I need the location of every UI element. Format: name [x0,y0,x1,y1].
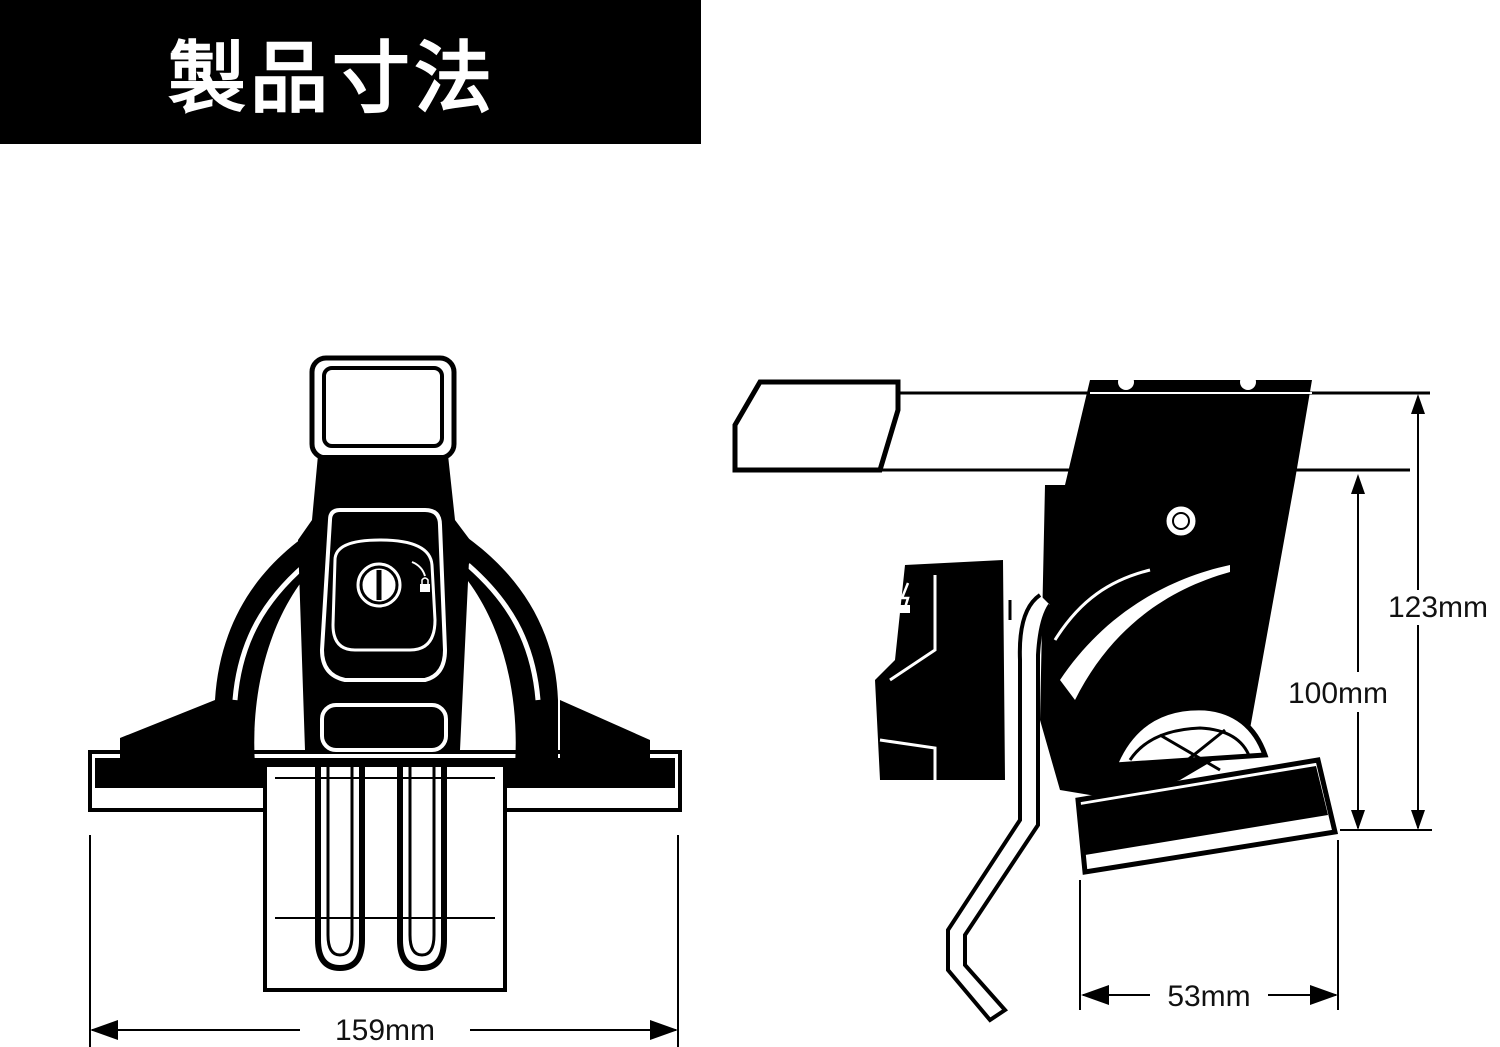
side-view: 123mm 100mm 53mm [732,374,1488,1023]
side-leg-body [1040,374,1312,800]
dimension-height-100: 100mm [1288,474,1432,831]
dimension-depth-53: 53mm [1079,840,1339,1013]
front-lock-cover [319,508,448,752]
front-view: 159mm [88,355,682,1047]
page-title: 製品寸法 [168,34,497,124]
side-pad [1075,705,1339,875]
title-banner: 製品寸法 [0,0,701,144]
height-inner-label: 100mm [1288,677,1388,710]
front-clamp-bracket [263,760,507,992]
lock-icon [420,577,430,592]
side-hook [946,593,1052,1023]
height-total-label: 123mm [1388,591,1488,624]
depth-label: 53mm [1167,980,1250,1013]
lightning-icon [900,582,910,612]
key-lock-icon [353,559,405,611]
width-label: 159mm [335,1014,435,1047]
side-lock-housing [875,560,1012,780]
lock-icon [900,605,910,613]
dimension-height-123: 123mm [1388,394,1488,830]
dimension-width-159: 159mm [89,835,679,1047]
